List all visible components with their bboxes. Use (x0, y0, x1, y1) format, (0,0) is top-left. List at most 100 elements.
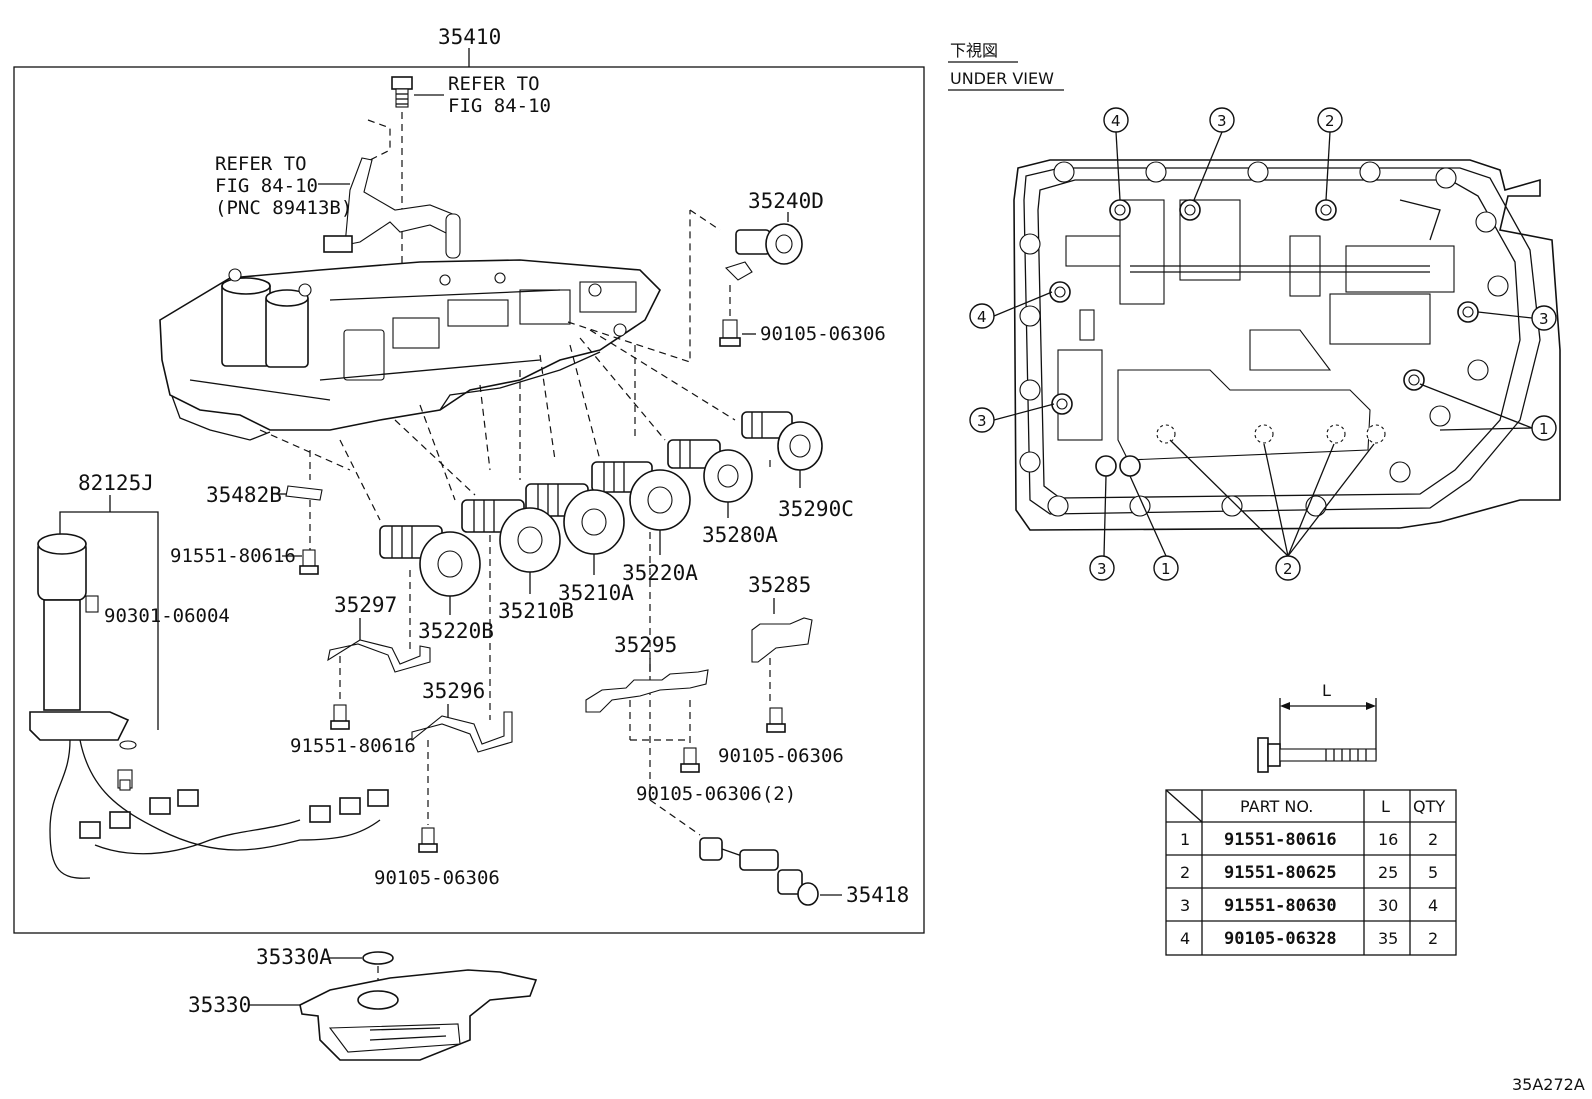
callout-circle-left-lower: 3 (969, 407, 995, 433)
callout-circle-right-lower: 1 (1531, 415, 1557, 441)
refer-label-1-line2: FIG 84-10 (448, 95, 551, 117)
label-90105-06306-a: 90105-06306 (760, 323, 886, 345)
valve-35418 (699, 837, 842, 906)
solenoid-35290C (741, 411, 823, 488)
strainer-35330 (248, 969, 538, 1061)
label-35296: 35296 (422, 679, 485, 703)
table-row-1-part: 91551-80616 (1224, 830, 1337, 850)
table-row-2-part: 91551-80625 (1224, 863, 1337, 883)
under-view-jp-label: 下視図 (950, 41, 998, 60)
callout-text: 3 (977, 412, 987, 430)
bolt-dimension-sketch (1257, 698, 1377, 773)
table-row-4-L: 35 (1378, 929, 1398, 948)
table-row-1-index: 1 (1180, 830, 1190, 849)
refer-label-1-line1: REFER TO (448, 73, 540, 95)
label-90301-06004: 90301-06004 (104, 605, 230, 627)
table-row-1-qty: 2 (1428, 830, 1438, 849)
table-header-qty: QTY (1413, 797, 1445, 816)
table-row-2-qty: 5 (1428, 863, 1438, 882)
oring-35330A (328, 951, 394, 998)
label-35210B: 35210B (498, 599, 574, 623)
solenoid-35210A (525, 483, 625, 575)
callout-circle-right-upper: 3 (1531, 305, 1557, 331)
valve-body (159, 259, 661, 441)
table-row-2-index: 2 (1180, 863, 1190, 882)
callout-circle-top-right: 2 (1317, 107, 1343, 133)
callout-text: 3 (1217, 112, 1227, 130)
solenoid-35220A (591, 461, 691, 555)
label-35280A: 35280A (702, 523, 778, 547)
callout-circle-bottom-a: 3 (1089, 555, 1115, 581)
label-35290C: 35290C (778, 497, 854, 521)
callout-text: 1 (1539, 420, 1549, 438)
label-35295: 35295 (614, 633, 677, 657)
callout-circle-bottom-b: 1 (1153, 555, 1179, 581)
label-82125J: 82125J (78, 471, 154, 495)
solenoid-35210B (461, 499, 561, 594)
callout-text: 3 (1097, 560, 1107, 578)
table-row-1-L: 16 (1378, 830, 1398, 849)
under-view-drawing (993, 131, 1561, 557)
label-35240D: 35240D (748, 189, 824, 213)
table-row-4-index: 4 (1180, 929, 1190, 948)
label-35220A: 35220A (622, 561, 698, 585)
bracket-35295 (585, 658, 709, 773)
callout-leaders (993, 131, 1533, 557)
label-35482B: 35482B (206, 483, 282, 507)
bolt-90105-upper (719, 285, 756, 347)
underside-components (1057, 199, 1455, 461)
label-35220B: 35220B (418, 619, 494, 643)
label-35410: 35410 (438, 25, 501, 49)
callout-text: 3 (1539, 310, 1549, 328)
label-35285: 35285 (748, 573, 811, 597)
underside-bolts (1049, 199, 1479, 477)
valve-body-leaders (259, 209, 771, 836)
dimension-L-label: L (1322, 681, 1331, 700)
table-row-3-index: 3 (1180, 896, 1190, 915)
table-row-3-part: 91551-80630 (1224, 896, 1337, 916)
clip-35285 (751, 598, 813, 733)
table-header-L: L (1381, 797, 1390, 816)
solenoid-35220B (379, 525, 481, 615)
bracket-35296 (411, 704, 513, 853)
callout-text: 2 (1283, 560, 1293, 578)
table-row-4-part: 90105-06328 (1224, 929, 1337, 949)
refer-label-2-line2: FIG 84-10 (215, 175, 318, 197)
sensor-bracket (323, 119, 461, 259)
callout-circle-left-upper: 4 (969, 303, 995, 329)
callout-circle-bottom-c: 2 (1275, 555, 1301, 581)
table-header-partno: PART NO. (1240, 797, 1313, 816)
label-91551-80616-a: 91551-80616 (170, 545, 296, 567)
wire-harness-82125J (29, 495, 389, 879)
label-91551-80616-b: 91551-80616 (290, 735, 416, 757)
table-row-3-qty: 4 (1428, 896, 1438, 915)
callout-text: 2 (1325, 112, 1335, 130)
bracket-35297 (327, 618, 431, 730)
callout-text: 1 (1161, 560, 1171, 578)
label-90105-06306-b: 90105-06306 (718, 745, 844, 767)
main-assembly-frame: 35410 (13, 25, 925, 934)
solenoid-35240D (724, 212, 803, 281)
parts-table: PART NO. L QTY 1 91551-80616 16 2 2 9155… (1165, 789, 1457, 956)
refer-label-2-line3: (PNC 89413B) (215, 197, 352, 219)
callout-text: 4 (977, 308, 987, 326)
callout-text: 4 (1111, 112, 1121, 130)
table-row-3-L: 30 (1378, 896, 1398, 915)
table-row-4-qty: 2 (1428, 929, 1438, 948)
under-view-en-label: UNDER VIEW (950, 69, 1054, 88)
label-90105-06306-2: 90105-06306(2) (636, 783, 796, 805)
label-35330: 35330 (188, 993, 251, 1017)
pan-perimeter-bolts (1019, 161, 1509, 517)
label-35210A: 35210A (558, 581, 634, 605)
label-35418: 35418 (846, 883, 909, 907)
label-90105-06306-d: 90105-06306 (374, 867, 500, 889)
clip-35482B (276, 485, 323, 575)
refer-label-2-line1: REFER TO (215, 153, 307, 175)
figure-code: 35A272A (1512, 1075, 1585, 1094)
solenoid-35280A (667, 439, 753, 518)
label-35297: 35297 (334, 593, 397, 617)
callout-circle-top-left: 4 (1103, 107, 1129, 133)
callout-circle-top-mid: 3 (1209, 107, 1235, 133)
label-35330A: 35330A (256, 945, 332, 969)
